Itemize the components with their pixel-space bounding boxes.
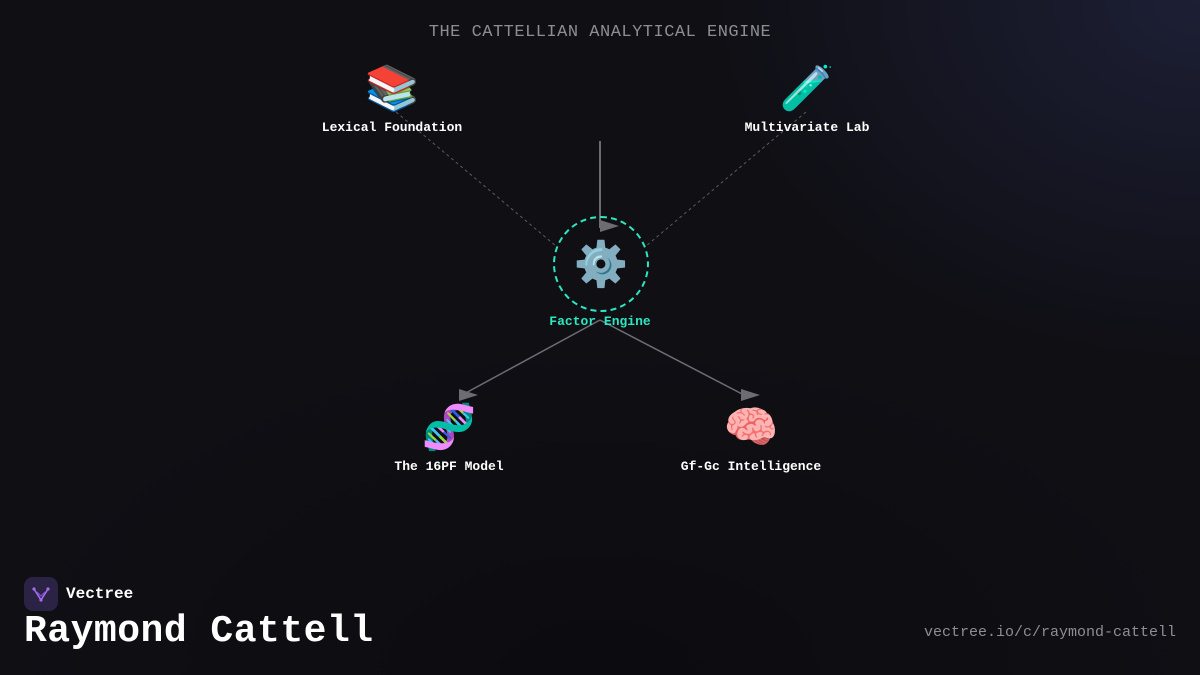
diagram-title: THE CATTELLIAN ANALYTICAL ENGINE: [428, 23, 772, 42]
node-multivariate-lab: 🧪 Multivariate Lab: [744, 63, 870, 136]
person-name: Raymond Cattell: [24, 610, 374, 653]
node-label: The 16PF Model: [394, 459, 504, 474]
node-label: Multivariate Lab: [744, 120, 870, 135]
hub-ring: [553, 216, 649, 312]
dna-icon: 🧬: [421, 402, 477, 453]
edge-hub-to-16pf: [461, 319, 601, 396]
gear-icon: ⚙️: [573, 239, 629, 290]
books-icon: 📚: [364, 63, 420, 114]
edge-multivariate-to-hub: [645, 111, 807, 247]
hub-label: Factor Engine: [549, 314, 651, 329]
edge-lexical-to-hub: [395, 111, 557, 247]
arrowhead-16pf: [459, 389, 478, 401]
brand-name: Vectree: [66, 585, 134, 603]
brain-icon: 🧠: [723, 402, 779, 453]
vectree-mark: [32, 587, 50, 602]
edge-hub-to-gfgc: [599, 319, 745, 396]
brand[interactable]: Vectree: [24, 577, 133, 611]
node-gf-gc-intelligence: 🧠 Gf-Gc Intelligence: [680, 402, 822, 475]
node-label: Lexical Foundation: [321, 120, 463, 135]
vectree-logo-icon: [24, 577, 58, 611]
test-tube-icon: 🧪: [779, 63, 835, 114]
node-lexical-foundation: 📚 Lexical Foundation: [321, 63, 463, 136]
arrowhead-gfgc: [741, 389, 760, 401]
node-label: Gf-Gc Intelligence: [680, 459, 822, 474]
node-16pf-model: 🧬 The 16PF Model: [394, 402, 504, 475]
page-url[interactable]: vectree.io/c/raymond-cattell: [923, 624, 1176, 641]
